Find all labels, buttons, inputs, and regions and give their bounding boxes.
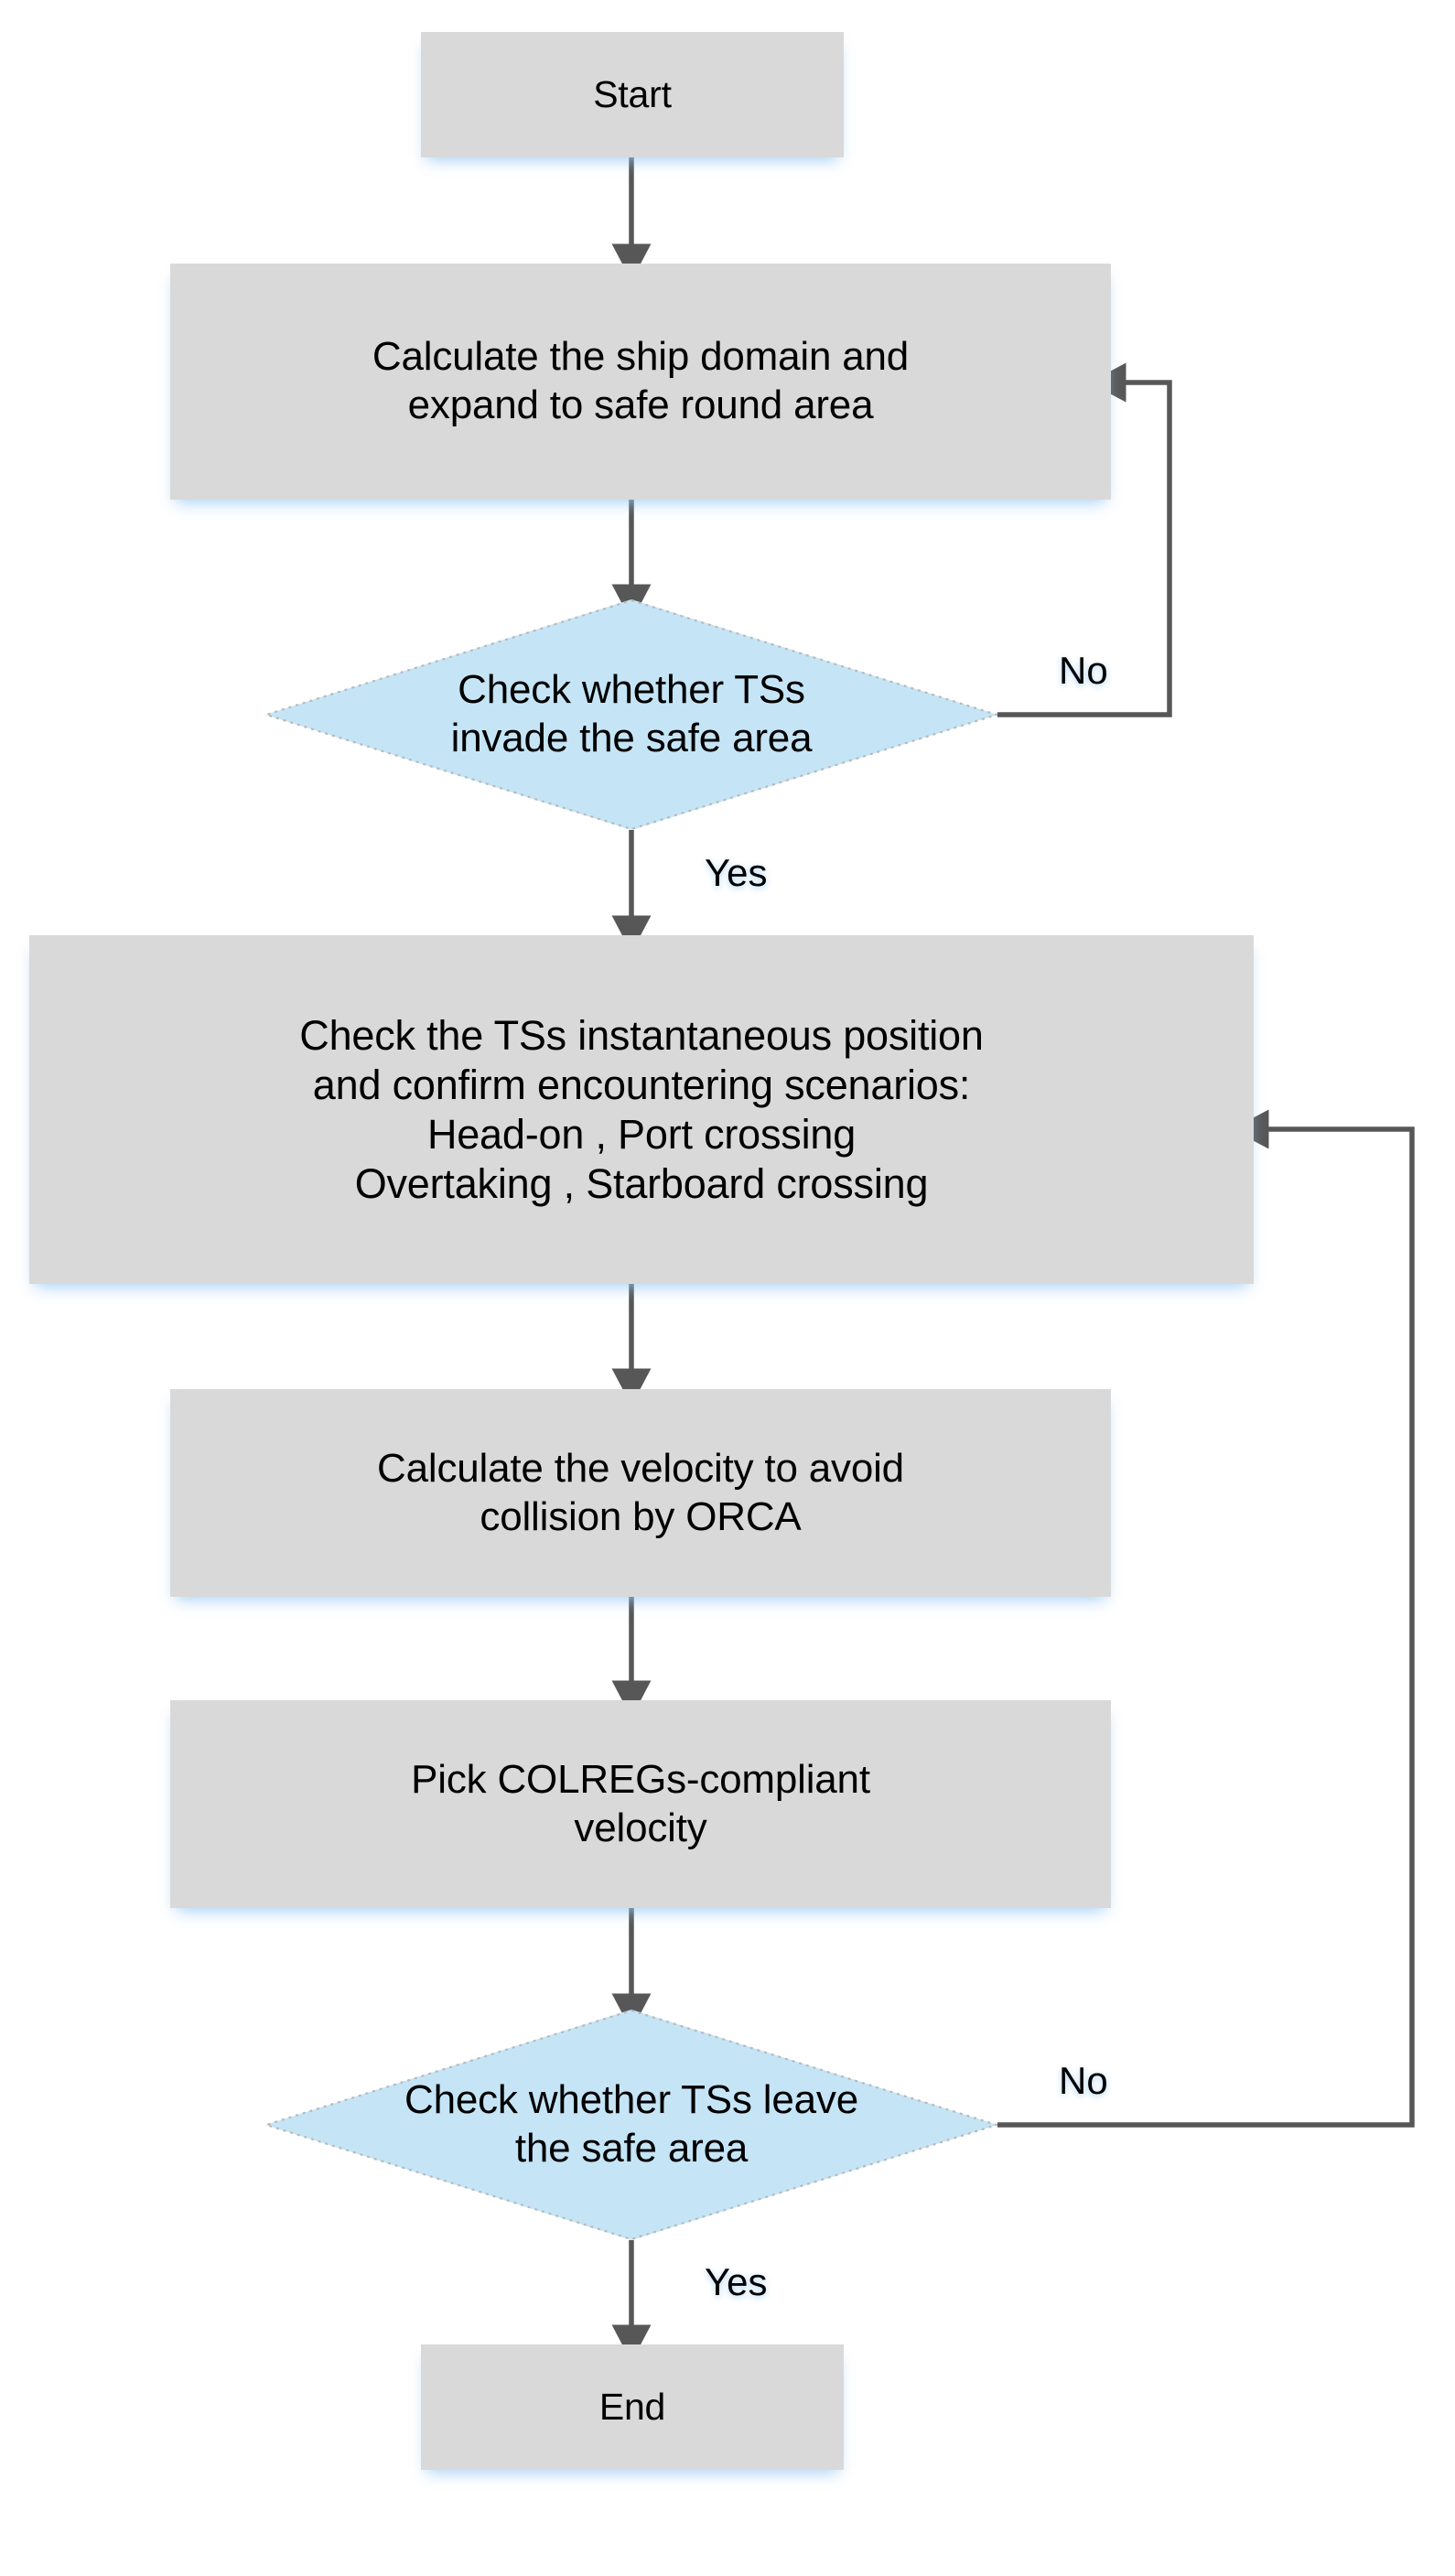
edge-label-invade-no: No <box>1059 649 1108 692</box>
node-calculate-ship-domain[interactable]: Calculate the ship domain and expand to … <box>170 264 1111 500</box>
node-check-scenarios[interactable]: Check the TSs instantaneous position and… <box>29 935 1254 1284</box>
node-calculate-velocity-orca[interactable]: Calculate the velocity to avoid collisio… <box>170 1389 1111 1597</box>
node-calculate-ship-domain-label: Calculate the ship domain and expand to … <box>372 334 910 427</box>
node-start-label: Start <box>593 72 672 115</box>
node-check-invade-safe-area-label: Check whether TSs invade the safe area <box>450 667 813 760</box>
edge-label-leave-no: No <box>1059 2059 1108 2102</box>
node-end-label: End <box>598 2385 666 2428</box>
node-check-leave-safe-area-label: Check whether TSs leave the safe area <box>404 2077 858 2171</box>
node-calculate-velocity-orca-label: Calculate the velocity to avoid collisio… <box>377 1445 904 1539</box>
node-check-leave-safe-area[interactable]: Check whether TSs leave the safe area <box>265 2010 997 2240</box>
node-start[interactable]: Start <box>421 32 844 157</box>
node-check-invade-safe-area[interactable]: Check whether TSs invade the safe area <box>265 599 997 830</box>
node-check-scenarios-label: Check the TSs instantaneous position and… <box>299 1011 984 1207</box>
node-end[interactable]: End <box>421 2344 844 2470</box>
edge-label-invade-yes: Yes <box>705 851 768 894</box>
edge-label-leave-yes: Yes <box>705 2260 768 2303</box>
node-pick-colregs-velocity[interactable]: Pick COLREGs-compliant velocity <box>170 1700 1111 1908</box>
node-pick-colregs-velocity-label: Pick COLREGs-compliant velocity <box>411 1756 870 1850</box>
